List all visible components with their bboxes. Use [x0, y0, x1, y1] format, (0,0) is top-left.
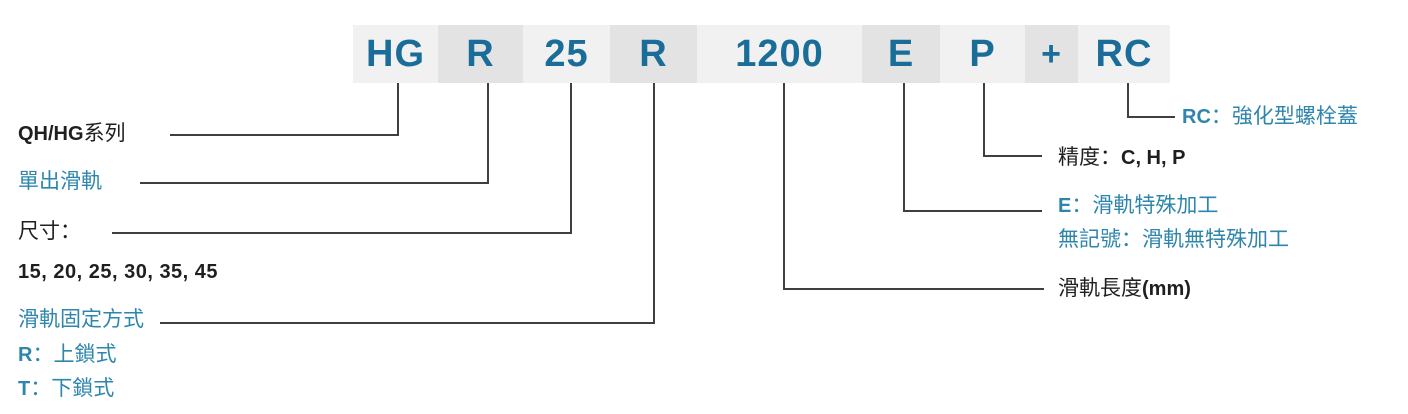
- precision-label: 精度：C, H, P: [1058, 144, 1185, 172]
- code-segment-precision: P: [940, 25, 1025, 83]
- rc-label-text: ：強化型螺栓蓋: [1210, 105, 1358, 128]
- connector-fixing: [160, 83, 655, 324]
- fixing-label: 滑軌固定方式: [18, 308, 144, 331]
- special-machining-label: E：滑軌特殊加工: [1058, 192, 1218, 220]
- single-rail-label: 單出滑軌: [18, 170, 102, 193]
- code-segment-plus: +: [1025, 25, 1078, 83]
- precision-label-title: 精度：: [1058, 146, 1121, 169]
- precision-label-values: C, H, P: [1121, 147, 1186, 169]
- special-machining-code: E: [1058, 195, 1072, 217]
- special-machining-text: ：滑軌特殊加工: [1071, 194, 1219, 217]
- connector-special: [903, 83, 1042, 212]
- fixing-option-t: T：下鎖式: [18, 375, 114, 403]
- rail-length-label: 滑軌長度(mm): [1058, 275, 1191, 303]
- series-label-cjk: 系列: [83, 122, 126, 145]
- code-segment-fixing: R: [610, 25, 697, 83]
- fixing-option-r-code: R: [18, 344, 33, 366]
- fixing-option-r: R：上鎖式: [18, 341, 116, 369]
- connector-size: [112, 83, 572, 234]
- rail-length-unit: (mm): [1142, 278, 1191, 300]
- code-segment-special: E: [862, 25, 940, 83]
- series-label: QH/HG系列: [18, 120, 126, 148]
- size-label: 尺寸：: [18, 220, 81, 243]
- connector-precision: [983, 83, 1042, 157]
- connector-rail-length: [783, 83, 1044, 290]
- fixing-option-r-text: ：上鎖式: [32, 343, 117, 366]
- rail-length-text: 滑軌長度: [1058, 277, 1142, 300]
- fixing-option-t-text: ：下鎖式: [30, 377, 115, 400]
- rc-label-code: RC: [1182, 106, 1211, 128]
- series-label-latin: QH/HG: [18, 123, 84, 145]
- code-segment-length: 1200: [697, 25, 862, 83]
- size-values: 15, 20, 25, 30, 35, 45: [18, 261, 219, 283]
- code-segment-rc: RC: [1078, 25, 1170, 83]
- no-mark-label: 無記號：滑軌無特殊加工: [1058, 228, 1289, 251]
- code-segment-rail-type: R: [438, 25, 523, 83]
- connector-single-rail: [140, 83, 489, 184]
- fixing-option-t-code: T: [18, 378, 31, 400]
- connector-series: [170, 83, 399, 136]
- code-segment-series: HG: [353, 25, 438, 83]
- code-segment-size: 25: [523, 25, 610, 83]
- rc-label: RC：強化型螺栓蓋: [1182, 103, 1358, 131]
- connector-rc: [1127, 83, 1175, 118]
